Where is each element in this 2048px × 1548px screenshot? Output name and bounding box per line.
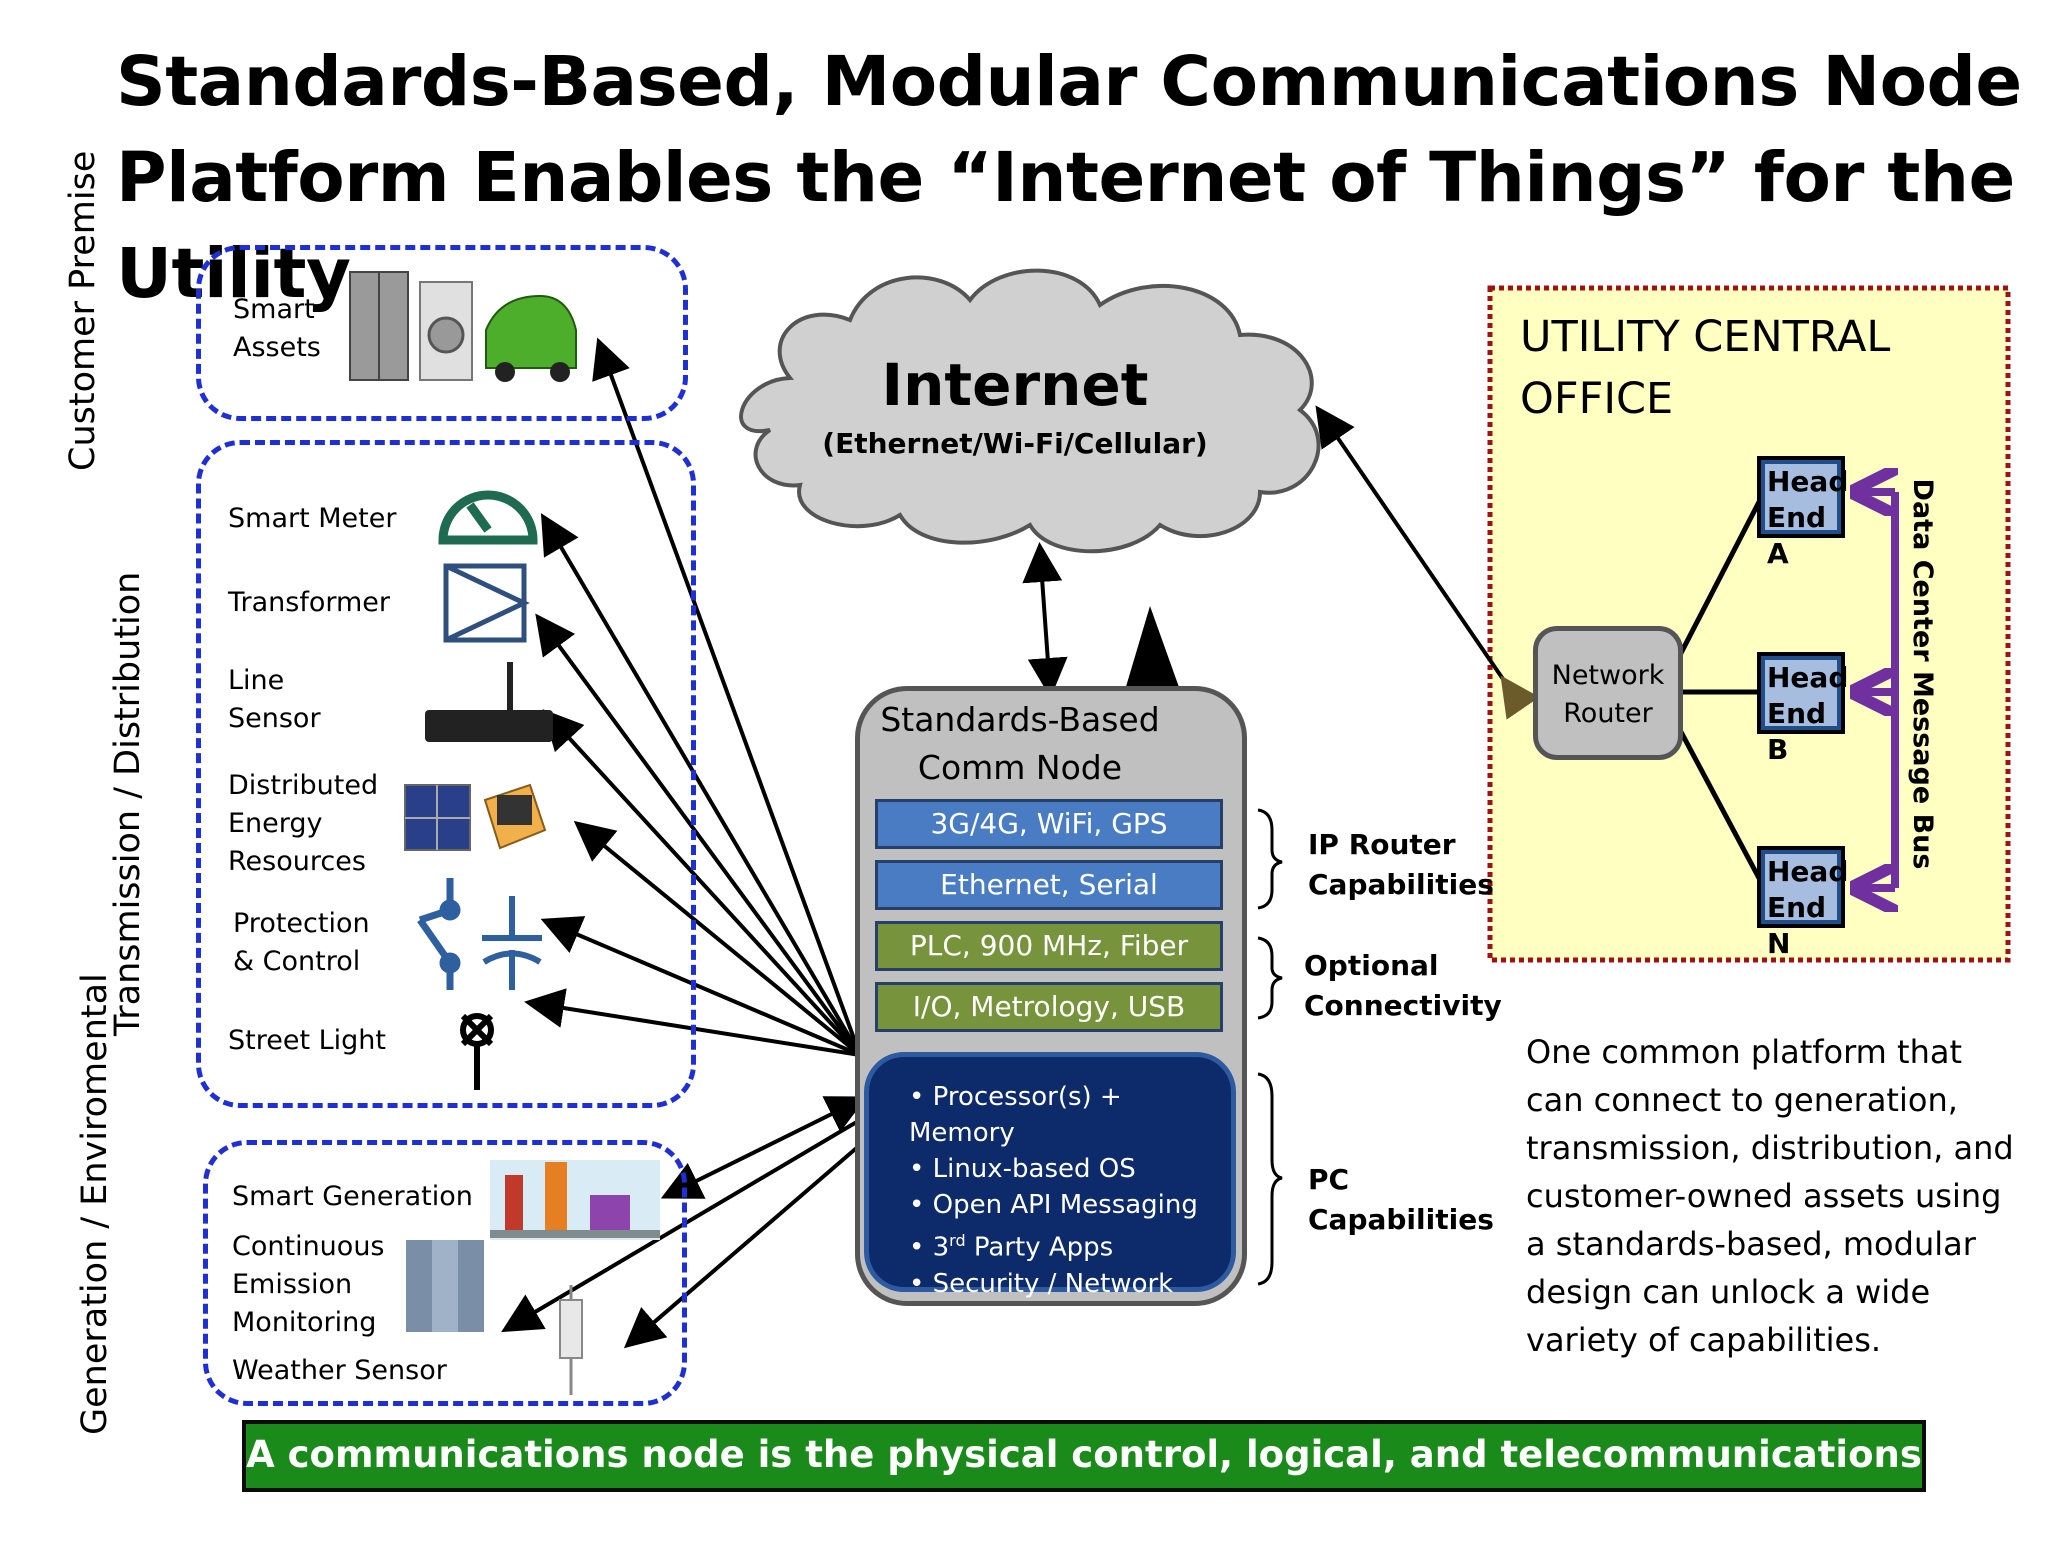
head-end-a-label: Head End A xyxy=(1765,464,1849,570)
title-line-1: Standards-Based, Modular Communications … xyxy=(116,42,2022,122)
smart-generation-label: Smart Generation xyxy=(232,1181,473,1212)
transformer-icon xyxy=(443,563,530,643)
ip-router-label: IP Router Capabilities xyxy=(1308,828,1494,901)
street-light-label: Street Light xyxy=(228,1025,387,1056)
emission-stack-icon xyxy=(406,1240,484,1332)
bar-wired: Ethernet, Serial xyxy=(875,860,1223,910)
street-light-icon xyxy=(460,1013,494,1090)
head-end-b: Head End B xyxy=(1757,652,1849,766)
bar-io: I/O, Metrology, USB xyxy=(875,982,1223,1032)
braces xyxy=(1257,808,1283,1286)
utility-box xyxy=(1487,285,2011,963)
pc-item: • Security / Network Mgr xyxy=(909,1268,1174,1335)
router-links xyxy=(1677,498,1763,882)
comm-node-title: Standards-Based Comm Node xyxy=(880,700,1160,787)
weather-sensor-icon xyxy=(559,1285,583,1395)
line-sensor-label: Line Sensor xyxy=(228,665,321,734)
utility-title: UTILITY CENTRAL OFFICE xyxy=(1520,312,1891,424)
smart-meter-label: Smart Meter xyxy=(228,503,397,534)
device-arrows xyxy=(501,337,1540,1349)
pc-item: • 3rd Party Apps xyxy=(909,1231,1114,1263)
transformer-label: Transformer xyxy=(228,587,391,618)
power-plant-icon xyxy=(490,1160,660,1240)
pc-capabilities-panel: • Processor(s) + Memory • Linux-based OS… xyxy=(864,1052,1236,1335)
fridge-icon xyxy=(349,271,409,381)
message-bus-label: Data Center Message Bus xyxy=(1907,478,1938,870)
message-bus xyxy=(1858,492,1899,888)
antenna-icon xyxy=(1125,606,1180,690)
switch-icon xyxy=(417,878,461,990)
optional-connectivity-label: Optional Connectivity xyxy=(1304,949,1502,1022)
head-end-b-label: Head End B xyxy=(1765,660,1849,766)
transmission-distribution-box xyxy=(196,440,696,1108)
line-sensor-icon xyxy=(425,662,553,742)
pc-capabilities-label: PC Capabilities xyxy=(1308,1163,1494,1236)
weather-sensor-label: Weather Sensor xyxy=(232,1355,447,1386)
head-end-n: Head End N xyxy=(1757,846,1849,960)
internet-subtitle: (Ethernet/Wi-Fi/Cellular) xyxy=(822,427,1208,460)
customer-premise-box xyxy=(196,245,688,421)
pc-item: • Processor(s) + Memory xyxy=(909,1082,1122,1148)
smart-meter-icon xyxy=(438,490,538,545)
washer-icon xyxy=(419,281,473,381)
bar-plc: PLC, 900 MHz, Fiber xyxy=(875,921,1223,971)
group-label-customer: Customer Premise xyxy=(63,150,103,471)
bar-wireless: 3G/4G, WiFi, GPS xyxy=(875,799,1223,849)
smart-assets-label: Smart Assets xyxy=(233,294,321,363)
protection-label: Protection & Control xyxy=(233,908,370,977)
group-label-generation: Generation / Enviromental xyxy=(75,973,115,1435)
head-end-a: Head End A xyxy=(1757,456,1849,570)
cem-label: Continuous Emission Monitoring xyxy=(232,1231,385,1338)
footer-banner: A communications node is the physical co… xyxy=(242,1420,1926,1538)
pc-item: • Open API Messaging xyxy=(909,1190,1198,1220)
generation-box xyxy=(203,1140,687,1406)
capacitor-icon xyxy=(482,896,542,990)
der-label: Distributed Energy Resources xyxy=(228,770,379,877)
description-text: One common platform that can connect to … xyxy=(1526,1033,2014,1359)
internet-cloud xyxy=(739,268,1321,554)
internet-title: Internet xyxy=(881,351,1149,419)
title-line-2: Platform Enables the “Internet of Things… xyxy=(116,138,2015,314)
solar-panel-icon xyxy=(404,784,471,851)
electric-car-icon xyxy=(485,294,577,382)
network-router: Network Router xyxy=(1533,626,1683,760)
head-end-n-label: Head End N xyxy=(1765,854,1849,960)
page-title: Standards-Based, Modular Communications … xyxy=(116,34,2048,322)
pc-item: • Linux-based OS xyxy=(909,1154,1136,1184)
battery-storage-icon xyxy=(483,783,547,850)
group-label-td: Transmission / Distribution xyxy=(108,571,148,1036)
pc-list: • Processor(s) + Memory • Linux-based OS… xyxy=(869,1057,1231,1338)
